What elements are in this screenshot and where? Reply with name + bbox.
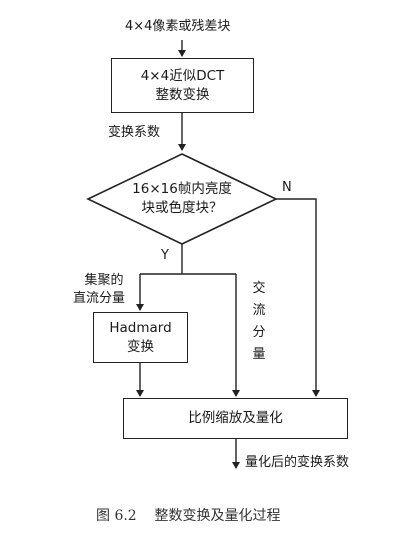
hadamard-box-line2: 变换 xyxy=(127,338,154,355)
dct-box-line2: 整数变换 xyxy=(155,86,210,103)
scale-quantize-box: 比例缩放及量化 xyxy=(123,398,348,439)
ac-char-2: 分 xyxy=(252,325,266,340)
ac-char-0: 交 xyxy=(252,281,266,296)
dc-label-line2: 直流分量 xyxy=(72,291,125,306)
ac-component-label: 交 流 分 量 xyxy=(251,280,267,364)
ac-char-3: 量 xyxy=(252,347,266,362)
input-label: 4×4像素或残差块 xyxy=(125,19,231,34)
dct-box-line1: 4×4近似DCT xyxy=(140,67,225,84)
dct-transform-box: 4×4近似DCT 整数变换 xyxy=(111,58,254,113)
no-label: N xyxy=(282,180,292,195)
yes-label: Y xyxy=(161,248,169,263)
ac-char-1: 流 xyxy=(252,303,266,318)
arrow-no-branch xyxy=(276,198,320,397)
dc-component-label: 集聚的 直流分量 xyxy=(70,272,128,308)
output-label: 量化后的变换系数 xyxy=(245,455,350,470)
scale-box-label: 比例缩放及量化 xyxy=(188,410,283,426)
hadamard-box-line1: Hadmard xyxy=(109,319,172,336)
hadamard-transform-box: Hadmard 变换 xyxy=(93,312,188,363)
transform-coeff-label: 变换系数 xyxy=(108,125,161,140)
decision-text: 16×16帧内亮度 块或色度块？ xyxy=(112,180,252,218)
dc-label-line1: 集聚的 xyxy=(84,273,124,288)
figure-caption: 图 6.2 整数变换及量化过程 xyxy=(96,508,281,524)
decision-line1: 16×16帧内亮度 xyxy=(132,181,232,197)
decision-line2: 块或色度块？ xyxy=(141,200,223,216)
